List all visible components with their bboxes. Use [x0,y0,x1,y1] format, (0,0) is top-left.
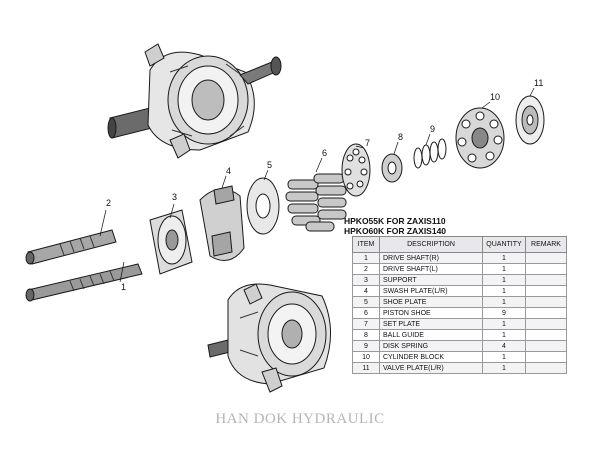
table-row: 10 CYLINDER BLOCK 1 [352,351,567,363]
table-row: 6 PISTON SHOE 9 [352,307,567,319]
table-row: 7 SET PLATE 1 [352,318,567,330]
table-row: 1 DRIVE SHAFT(R) 1 [352,252,567,264]
table-row: 3 SUPPORT 1 [352,274,567,286]
row-remark [525,340,567,352]
row-description: SHOE PLATE [379,296,483,308]
row-remark [525,285,567,297]
row-remark [525,263,567,275]
part-8-ball-guide [381,153,403,183]
callout-11: 11 [534,78,543,88]
part-3-support [149,209,193,275]
callout-8: 8 [398,132,403,142]
row-remark [525,362,567,374]
row-item: 11 [352,362,380,374]
header-quantity: QUANTITY [482,236,526,253]
table-row: 2 DRIVE SHAFT(L) 1 [352,263,567,275]
callout-10: 10 [490,92,500,102]
assembled-pump-top [107,43,282,159]
callout-5: 5 [267,160,272,170]
model-title: HPKO55K FOR ZAXIS110 HPKO60K FOR ZAXIS14… [344,216,446,236]
row-remark [525,296,567,308]
header-remark: REMARK [525,236,567,253]
callout-2: 2 [106,198,111,208]
callout-6: 6 [322,148,327,158]
callout-9: 9 [430,124,435,134]
row-item: 7 [352,318,380,330]
table-row: 8 BALL GUIDE 1 [352,329,567,341]
row-quantity: 1 [482,263,526,275]
row-remark [525,274,567,286]
row-item: 3 [352,274,380,286]
row-quantity: 1 [482,329,526,341]
parts-table: ITEM DESCRIPTION QUANTITY REMARK 1 DRIVE… [352,236,567,374]
part-1-drive-shaft-r [25,263,143,302]
table-row: 9 DISK SPRING 4 [352,340,567,352]
header-item: ITEM [352,236,380,253]
callout-4: 4 [226,166,231,176]
part-9-disk-springs [413,138,447,169]
row-quantity: 9 [482,307,526,319]
row-description: DISK SPRING [379,340,483,352]
row-description: CYLINDER BLOCK [379,351,483,363]
row-item: 9 [352,340,380,352]
parts-table-header: ITEM DESCRIPTION QUANTITY REMARK [352,236,567,253]
row-remark [525,351,567,363]
row-remark [525,307,567,319]
row-remark [525,329,567,341]
row-quantity: 1 [482,274,526,286]
watermark: HAN DOK HYDRAULIC [215,411,385,427]
row-remark [525,318,567,330]
callout-1: 1 [121,282,126,292]
row-quantity: 4 [482,340,526,352]
row-quantity: 1 [482,285,526,297]
row-description: SWASH PLATE(L/R) [379,285,483,297]
row-quantity: 1 [482,362,526,374]
row-remark [525,252,567,264]
row-item: 8 [352,329,380,341]
row-description: BALL GUIDE [379,329,483,341]
assembled-pump-bottom [207,283,332,393]
part-4-swash-plate [199,185,245,261]
part-5-shoe-plate [246,177,280,235]
part-7-set-plate [341,143,371,197]
row-description: SUPPORT [379,274,483,286]
row-quantity: 1 [482,318,526,330]
row-item: 6 [352,307,380,319]
model-title-line-2: HPKO60K FOR ZAXIS140 [344,226,447,236]
callout-3: 3 [172,192,177,202]
row-item: 5 [352,296,380,308]
row-quantity: 1 [482,296,526,308]
model-title-line-1: HPKO55K FOR ZAXIS110 [344,216,446,226]
part-11-valve-plate [515,95,545,145]
callout-7: 7 [365,138,370,148]
row-description: SET PLATE [379,318,483,330]
row-quantity: 1 [482,351,526,363]
part-2-drive-shaft-l [25,229,117,265]
row-item: 10 [352,351,380,363]
row-item: 2 [352,263,380,275]
part-6-piston-shoes [285,173,347,232]
row-item: 1 [352,252,380,264]
row-description: VALVE PLATE(L/R) [379,362,483,374]
row-description: DRIVE SHAFT(R) [379,252,483,264]
row-item: 4 [352,285,380,297]
table-row: 11 VALVE PLATE(L/R) 1 [352,362,567,374]
table-row: 5 SHOE PLATE 1 [352,296,567,308]
callout-labels: 1 2 3 4 5 6 7 8 9 10 11 [106,78,543,292]
row-description: PISTON SHOE [379,307,483,319]
row-description: DRIVE SHAFT(L) [379,263,483,275]
header-description: DESCRIPTION [379,236,483,253]
table-row: 4 SWASH PLATE(L/R) 1 [352,285,567,297]
row-quantity: 1 [482,252,526,264]
part-10-cylinder-block [455,107,505,169]
